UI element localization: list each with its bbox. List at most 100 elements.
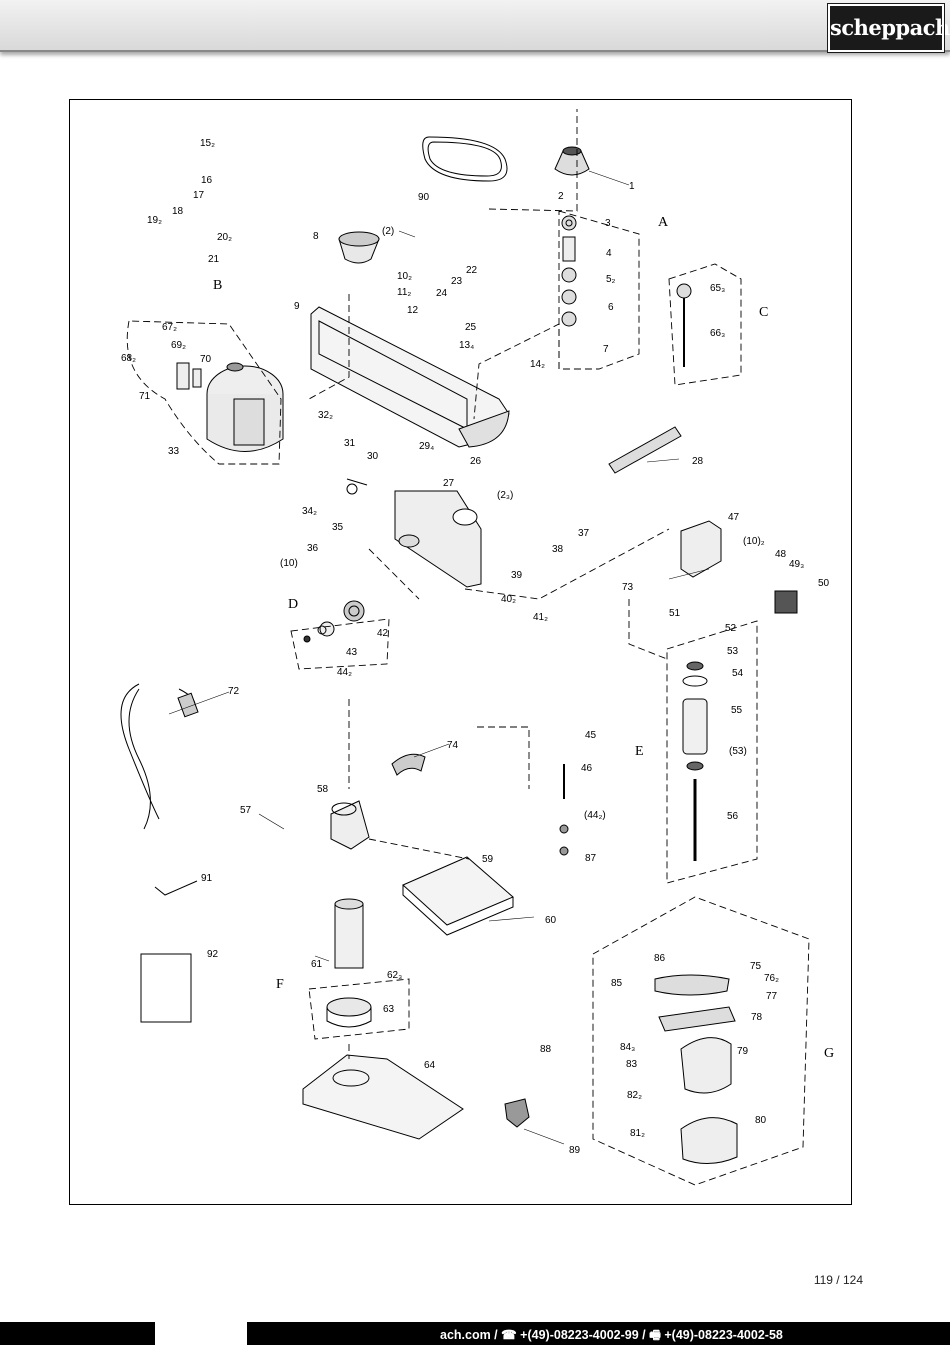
part-label: 50: [818, 578, 830, 589]
part-label: 23: [451, 276, 463, 287]
group-label-G: G: [824, 1046, 834, 1061]
part-label: 19₂: [147, 215, 162, 226]
part-label: 91: [201, 873, 213, 884]
part-label: 77: [766, 991, 778, 1002]
part-label: 34₂: [302, 506, 317, 517]
part-label: 73: [622, 582, 634, 593]
part-label: 20₂: [217, 232, 232, 243]
part-label: 80: [755, 1115, 767, 1126]
group-label-C: C: [759, 305, 768, 320]
part-label: 9: [294, 301, 300, 312]
group-label-F: F: [276, 977, 284, 992]
header-band: scheppach: [0, 0, 950, 53]
part-label: (2): [382, 226, 394, 237]
table-bracket: [330, 800, 370, 850]
part-label: 51: [669, 608, 681, 619]
quill-shaft: [608, 426, 682, 474]
part-label: 79: [737, 1046, 749, 1057]
quill: [682, 698, 708, 755]
part-label: (10)₂: [743, 536, 765, 547]
part-label: 88: [540, 1044, 552, 1055]
part-label: 16: [201, 175, 213, 186]
group-F-outline: [308, 978, 410, 1040]
group-C-outline: [668, 263, 742, 386]
part-label: 75: [750, 961, 762, 972]
part-label: 70: [200, 354, 212, 365]
column: [334, 903, 364, 969]
part-label: 68₂: [121, 353, 136, 364]
part-label: 82₂: [627, 1090, 642, 1101]
part-label: 53: [727, 646, 739, 657]
part-label: 4: [606, 248, 612, 259]
part-label: 74: [447, 740, 459, 751]
part-label: 61: [311, 959, 323, 970]
part-label: 41₂: [533, 612, 548, 623]
part-label: 11₂: [397, 287, 411, 298]
part-label: 45: [585, 730, 597, 741]
depth-scale: [391, 753, 426, 776]
part-label: 6: [608, 302, 614, 313]
part-label: 26: [470, 456, 482, 467]
group-label-B: B: [213, 278, 222, 293]
part-label: 5₂: [606, 274, 616, 285]
group-G-outline: [592, 896, 810, 1186]
part-label: 76₂: [764, 973, 779, 984]
brand-logo: scheppach: [827, 3, 950, 53]
part-label: 56: [727, 811, 739, 822]
part-label: 39: [511, 570, 523, 581]
group-label-E: E: [635, 744, 644, 759]
exploded-parts-diagram: 1 2 3 4 5₂ 6 7 8 (2) 9 10₂ 11₂ 12 13₄ 14…: [120, 109, 834, 1186]
part-label: 72: [228, 686, 240, 697]
part-label: 37: [578, 528, 590, 539]
part-label: 17: [193, 190, 205, 201]
part-label: 66₃: [710, 328, 725, 339]
part-label: 32₂: [318, 410, 333, 421]
footer-contact-info: ach.com / ☎ +(49)-08223-4002-99 / 🖷 +(49…: [440, 1328, 783, 1342]
group-D-outline: [290, 618, 390, 670]
part-label: (44₂): [584, 810, 606, 821]
drive-belt: [422, 136, 508, 182]
part-label: 14₂: [530, 359, 545, 370]
machine-base: [302, 1054, 464, 1140]
part-label: 63: [383, 1004, 395, 1015]
part-label: 92: [207, 949, 219, 960]
part-label: 43: [346, 647, 358, 658]
spindle-guard-body: [680, 1037, 732, 1094]
part-label: 36: [307, 543, 319, 554]
part-label: 55: [731, 705, 743, 716]
part-label: 3: [605, 218, 611, 229]
switch-box: [680, 520, 722, 578]
part-label: 64: [424, 1060, 436, 1071]
part-label: 13₄: [459, 340, 474, 351]
part-label: 18: [172, 206, 184, 217]
part-label: 58: [317, 784, 329, 795]
part-label: 48: [775, 549, 787, 560]
part-label: 21: [208, 254, 220, 265]
part-label: 65₃: [710, 283, 725, 294]
part-label: 69₂: [171, 340, 186, 351]
part-label: 84₃: [620, 1042, 635, 1053]
part-label: 52: [725, 623, 737, 634]
part-label: 67₂: [162, 322, 177, 333]
part-label: 27: [443, 478, 455, 489]
part-label: 10₂: [397, 271, 412, 282]
part-label: 81₂: [630, 1128, 645, 1139]
part-label: 22: [466, 265, 478, 276]
part-label: 54: [732, 668, 744, 679]
page-number: 119 / 124: [813, 1273, 863, 1287]
part-label: 59: [482, 854, 494, 865]
part-label: 85: [611, 978, 623, 989]
part-label: 57: [240, 805, 252, 816]
part-label: 47: [728, 512, 740, 523]
part-label: (2₃): [497, 490, 513, 501]
group-label-A: A: [658, 215, 669, 230]
part-label: 60: [545, 915, 557, 926]
part-label: 89: [569, 1145, 581, 1156]
part-label: 38: [552, 544, 564, 555]
part-label: 7: [603, 344, 609, 355]
part-label: 25: [465, 322, 477, 333]
part-label: 30: [367, 451, 379, 462]
part-label: 12: [407, 305, 419, 316]
part-label: 90: [418, 192, 430, 203]
part-label: 1: [629, 181, 635, 192]
